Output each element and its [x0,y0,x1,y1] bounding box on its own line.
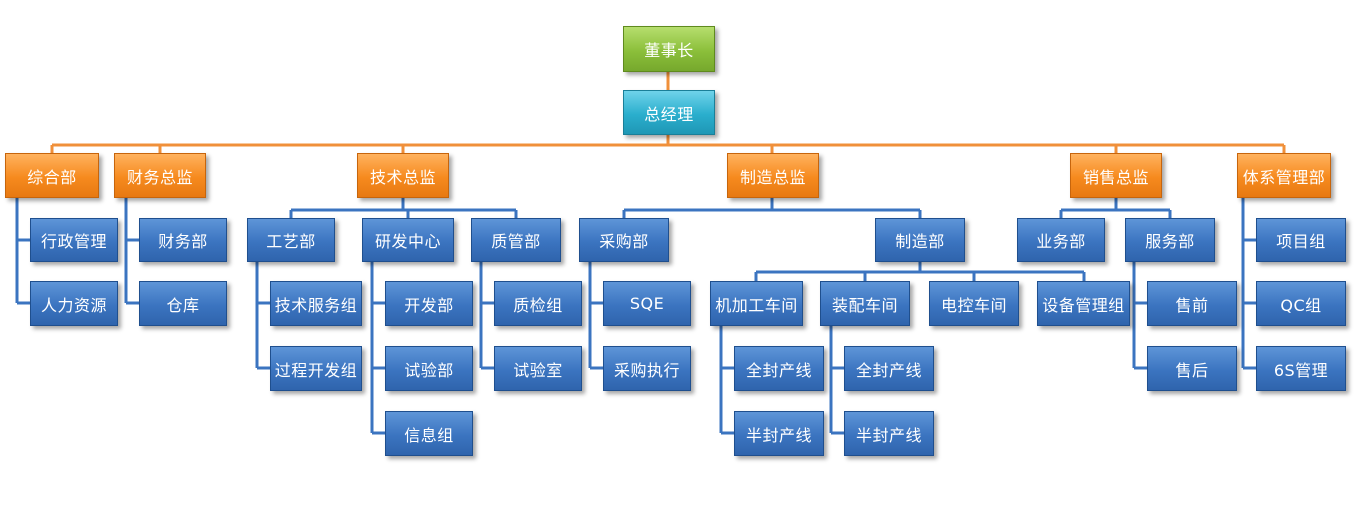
qc-group-node: QC组 [1256,281,1346,326]
machining-workshop-node: 机加工车间 [710,281,803,326]
system-management-node: 体系管理部 [1237,153,1331,198]
equipment-management-group-node: 设备管理组 [1037,281,1130,326]
process-dept-node: 工艺部 [247,218,335,262]
purchase-execution-node: 采购执行 [603,346,691,391]
sales-director-node: 销售总监 [1070,153,1162,198]
purchasing-dept-node: 采购部 [579,218,669,262]
testing-dept-node: 试验部 [385,346,473,391]
machining-full-seal-line-node: 全封产线 [734,346,824,391]
quality-dept-node: 质管部 [471,218,561,262]
electrical-control-workshop-node: 电控车间 [929,281,1019,326]
quality-inspection-group-node: 质检组 [494,281,582,326]
6s-management-node: 6S管理 [1256,346,1346,391]
comprehensive-dept-node: 综合部 [5,153,99,198]
assembly-full-seal-line-node: 全封产线 [844,346,934,391]
laboratory-node: 试验室 [494,346,582,391]
tech-service-group-node: 技术服务组 [270,281,362,326]
machining-semi-seal-line-node: 半封产线 [734,411,824,456]
manufacturing-dept-node: 制造部 [875,218,965,262]
finance-dept-node: 财务部 [139,218,227,262]
rd-center-node: 研发中心 [362,218,454,262]
admin-management-node: 行政管理 [30,218,118,262]
human-resources-node: 人力资源 [30,281,118,326]
after-sales-node: 售后 [1147,346,1237,391]
assembly-workshop-node: 装配车间 [820,281,910,326]
process-development-group-node: 过程开发组 [270,346,362,391]
warehouse-node: 仓库 [139,281,227,326]
information-group-node: 信息组 [385,411,473,456]
sqe-node: SQE [603,281,691,326]
manufacturing-director-node: 制造总监 [727,153,819,198]
general-manager-node: 总经理 [623,90,715,135]
assembly-semi-seal-line-node: 半封产线 [844,411,934,456]
pre-sales-node: 售前 [1147,281,1237,326]
development-dept-node: 开发部 [385,281,473,326]
finance-director-node: 财务总监 [114,153,206,198]
service-dept-node: 服务部 [1125,218,1215,262]
chairman-node: 董事长 [623,26,715,72]
business-dept-node: 业务部 [1017,218,1105,262]
project-group-node: 项目组 [1256,218,1346,262]
tech-director-node: 技术总监 [357,153,449,198]
